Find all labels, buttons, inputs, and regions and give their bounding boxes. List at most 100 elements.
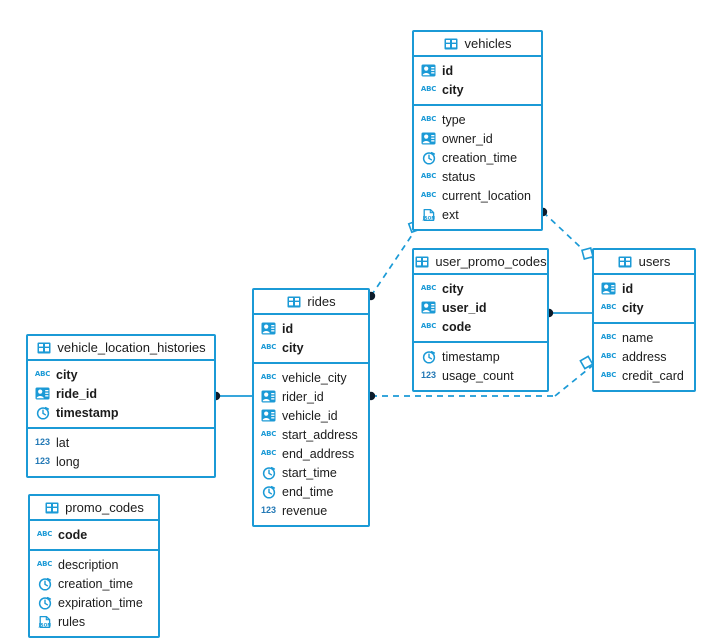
abc-icon: ABC <box>600 333 617 341</box>
field-name: code <box>442 319 472 334</box>
table-header-vehicles[interactable]: vehicles <box>414 32 541 57</box>
edge-user-promo-codes-users[interactable] <box>544 308 592 318</box>
table-title: vehicle_location_histories <box>57 340 206 355</box>
field-name: name <box>622 330 654 345</box>
field-name: type <box>442 112 466 127</box>
clock-icon <box>35 405 50 420</box>
table-title: vehicles <box>464 36 512 51</box>
field-row-creation_time[interactable]: creation_time <box>30 574 158 593</box>
pk-field-row-user_id[interactable]: user_id <box>414 298 547 317</box>
table-title: rides <box>307 294 336 309</box>
table-header-users[interactable]: users <box>594 250 694 275</box>
table-title: promo_codes <box>65 500 144 515</box>
field-name: status <box>442 169 476 184</box>
field-row-creation_time[interactable]: creation_time <box>414 148 541 167</box>
field-name: id <box>622 281 634 296</box>
pk-field-row-city[interactable]: ABC city <box>414 279 547 298</box>
field-name: owner_id <box>442 131 493 146</box>
123-icon: 123 <box>34 437 51 447</box>
123-icon: 123 <box>34 456 51 466</box>
field-row-name[interactable]: ABC name <box>594 328 694 347</box>
field-row-vehicle_id[interactable]: vehicle_id <box>254 406 368 425</box>
abc-icon: ABC <box>600 303 617 311</box>
abc-icon: ABC <box>260 343 277 351</box>
abc-icon: ABC <box>420 191 437 199</box>
table-header-promo_codes[interactable]: promo_codes <box>30 496 158 521</box>
field-name: end_address <box>282 446 355 461</box>
field-name: timestamp <box>442 349 500 364</box>
field-row-end_address[interactable]: ABC end_address <box>254 444 368 463</box>
field-name: user_id <box>442 300 487 315</box>
id-card-icon <box>421 131 436 146</box>
field-name: ride_id <box>56 386 97 401</box>
field-name: usage_count <box>442 368 514 383</box>
pk-field-row-timestamp[interactable]: timestamp <box>28 403 214 422</box>
field-name: vehicle_id <box>282 408 338 423</box>
field-row-timestamp[interactable]: timestamp <box>414 347 547 366</box>
field-name: vehicle_city <box>282 370 347 385</box>
field-name: creation_time <box>442 150 518 165</box>
pk-field-row-id[interactable]: id <box>254 319 368 338</box>
abc-icon: ABC <box>260 430 277 438</box>
field-row-current_location[interactable]: ABC current_location <box>414 186 541 205</box>
field-name: city <box>442 281 464 296</box>
pk-field-row-id[interactable]: id <box>414 61 541 80</box>
table-header-vehicle_location_histories[interactable]: vehicle_location_histories <box>28 336 214 361</box>
field-name: start_time <box>282 465 337 480</box>
field-name: city <box>56 367 78 382</box>
table-icon <box>444 36 459 51</box>
field-name: city <box>282 340 304 355</box>
edge-vehicle-location-histories-rides[interactable] <box>211 391 252 401</box>
abc-icon: ABC <box>420 284 437 292</box>
field-row-end_time[interactable]: end_time <box>254 482 368 501</box>
id-card-icon <box>261 408 276 423</box>
field-name: city <box>442 82 464 97</box>
field-name: current_location <box>442 188 531 203</box>
field-row-expiration_time[interactable]: expiration_time <box>30 593 158 612</box>
clock-icon <box>37 576 52 591</box>
field-name: expiration_time <box>58 595 143 610</box>
id-card-icon <box>421 63 436 78</box>
svg-text:JSON: JSON <box>422 215 435 221</box>
table-header-rides[interactable]: rides <box>254 290 368 315</box>
table-header-user_promo_codes[interactable]: user_promo_codes <box>414 250 547 275</box>
abc-icon: ABC <box>600 352 617 360</box>
pk-field-row-city[interactable]: ABC city <box>254 338 368 357</box>
abc-icon: ABC <box>260 449 277 457</box>
pk-field-row-id[interactable]: id <box>594 279 694 298</box>
clock-icon <box>261 484 276 499</box>
field-name: rules <box>58 614 86 629</box>
field-row-rider_id[interactable]: rider_id <box>254 387 368 406</box>
field-row-start_time[interactable]: start_time <box>254 463 368 482</box>
field-row-owner_id[interactable]: owner_id <box>414 129 541 148</box>
pk-field-row-ride_id[interactable]: ride_id <box>28 384 214 403</box>
